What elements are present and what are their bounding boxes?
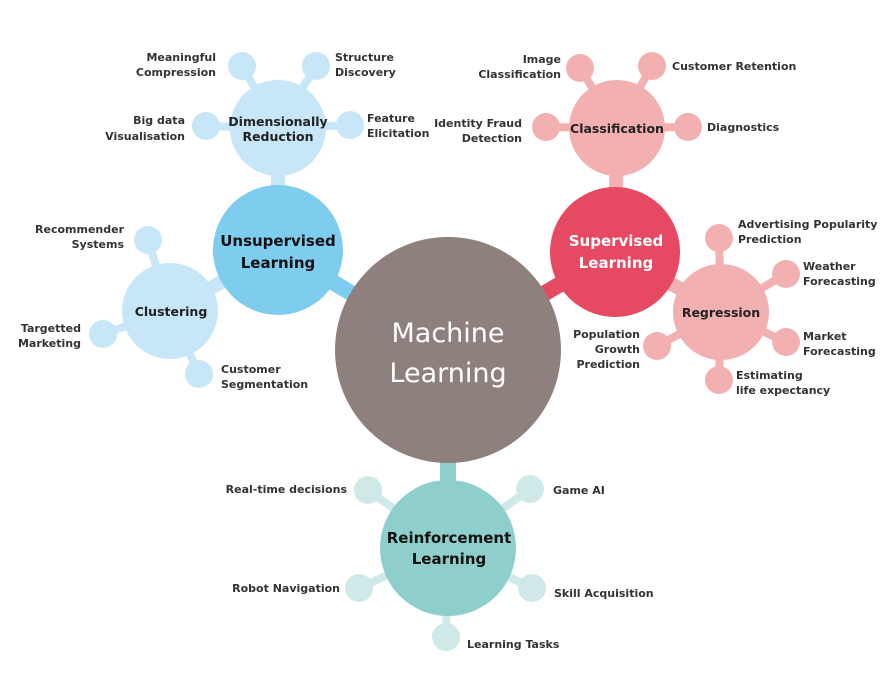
- leaf-node: [705, 366, 733, 394]
- leaf-label: Growth: [595, 343, 640, 356]
- leaf-label: Estimating: [736, 369, 803, 382]
- supervised-label-line1: Supervised: [569, 232, 664, 250]
- leaf-node: [228, 52, 256, 80]
- dimred-label-line2: Reduction: [242, 129, 313, 144]
- leaf-label: Targetted: [21, 322, 81, 335]
- leaf-label: Population: [573, 328, 640, 341]
- reinforcement-learning-node: [380, 480, 516, 616]
- classification-node: [569, 80, 665, 176]
- leaf-label: Identity Fraud: [434, 117, 522, 130]
- unsupervised-label-line1: Unsupervised: [220, 232, 336, 250]
- machine-learning-node: [335, 237, 561, 463]
- leaf-label: life expectancy: [736, 384, 830, 397]
- leaf-label: Forecasting: [803, 275, 876, 288]
- leaf-label: Weather: [803, 260, 856, 273]
- leaf-label: Structure: [335, 51, 394, 64]
- dimensionally-reduction-node: [230, 80, 326, 176]
- leaf-label: Real-time decisions: [226, 483, 348, 496]
- supervised-label-line2: Learning: [579, 254, 654, 272]
- leaf-label: Classification: [478, 68, 561, 81]
- leaf-node: [302, 52, 330, 80]
- leaf-label: Feature: [367, 112, 415, 125]
- leaf-node: [772, 260, 800, 288]
- leaf-label: Customer: [221, 363, 281, 376]
- leaf-node: [89, 320, 117, 348]
- leaf-label: Big data: [133, 114, 185, 127]
- reinforcement-label-line2: Learning: [412, 550, 487, 568]
- dimred-label-line1: Dimensionally: [228, 114, 327, 129]
- classification-label: Classification: [570, 121, 664, 136]
- leaf-label: Image: [523, 53, 561, 66]
- supervised-learning-node: [550, 187, 680, 317]
- unsupervised-label-line2: Learning: [241, 254, 316, 272]
- leaf-label: Game AI: [553, 484, 605, 497]
- leaf-node: [638, 52, 666, 80]
- leaf-label: Prediction: [738, 233, 802, 246]
- leaf-label: Marketing: [18, 337, 81, 350]
- leaf-label: Market: [803, 330, 847, 343]
- leaf-node: [185, 360, 213, 388]
- leaf-node: [354, 476, 382, 504]
- leaf-node: [674, 113, 702, 141]
- unsupervised-learning-node: [213, 185, 343, 315]
- leaf-label: Forecasting: [803, 345, 876, 358]
- leaf-label: Diagnostics: [707, 121, 780, 134]
- leaf-node: [345, 574, 373, 602]
- leaf-label: Detection: [462, 132, 522, 145]
- leaf-node: [566, 54, 594, 82]
- leaf-node: [432, 623, 460, 651]
- leaf-label: Skill Acquisition: [554, 587, 654, 600]
- leaf-label: Customer Retention: [672, 60, 796, 73]
- leaf-node: [134, 226, 162, 254]
- leaf-label: Visualisation: [105, 130, 185, 143]
- leaf-node: [705, 224, 733, 252]
- leaf-label: Compression: [136, 66, 216, 79]
- leaf-node: [772, 328, 800, 356]
- leaf-node: [516, 475, 544, 503]
- nodes: [89, 52, 800, 651]
- leaf-label: Recommender: [35, 223, 125, 236]
- leaf-label: Robot Navigation: [232, 582, 340, 595]
- leaf-node: [643, 332, 671, 360]
- regression-label: Regression: [682, 305, 760, 320]
- regression-node: [673, 264, 769, 360]
- leaf-label: Elicitation: [367, 127, 429, 140]
- leaf-label: Prediction: [576, 358, 640, 371]
- clustering-node: [122, 263, 218, 359]
- leaf-label: Learning Tasks: [467, 638, 560, 651]
- leaf-label: Discovery: [335, 66, 396, 79]
- leaf-node: [336, 111, 364, 139]
- reinforcement-label-line1: Reinforcement: [387, 529, 512, 547]
- center-label-line2: Learning: [389, 358, 506, 389]
- leaf-node: [192, 112, 220, 140]
- leaf-label: Advertising Popularity: [738, 218, 877, 231]
- leaf-label: Systems: [72, 238, 125, 251]
- leaf-label: Segmentation: [221, 378, 308, 391]
- leaf-node: [518, 574, 546, 602]
- leaf-label: Meaningful: [146, 51, 216, 64]
- leaf-node: [532, 113, 560, 141]
- center-label-line1: Machine: [391, 318, 504, 349]
- clustering-label: Clustering: [135, 304, 208, 319]
